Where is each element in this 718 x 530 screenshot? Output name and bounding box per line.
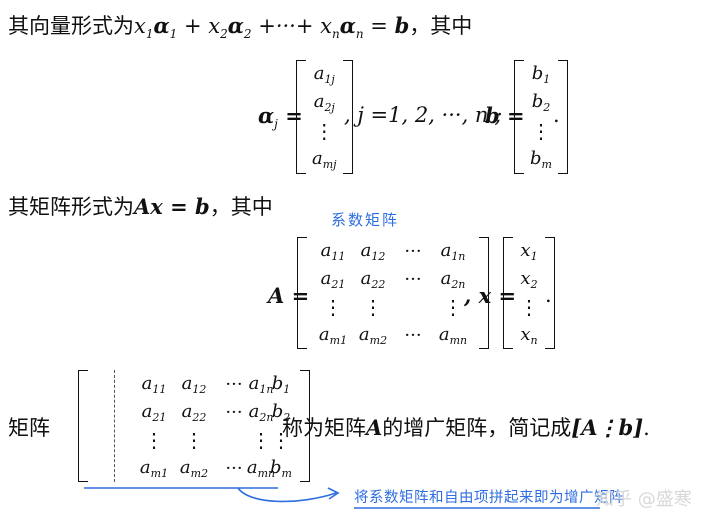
augmented-notation: [A⋮b] [571,415,644,440]
b-label: b = [485,103,525,128]
x-vector: x1 x2 ⋮ xn [503,237,555,349]
augmented-middle: 称为矩阵 [282,416,366,440]
matrix-form-suffix: ，其中 [209,195,273,219]
augmented-matrix-annotation: 将系数矩阵和自由项拼起来即为增广矩阵 [354,490,624,506]
line2-end: . [553,103,560,127]
line5-end: . [643,416,650,440]
matrix-form-line: 其矩阵形式为Ax = b，其中 [8,191,273,221]
augmented-separator [113,370,115,482]
j-range-text: , j =1, 2, ···, n ; [344,103,503,127]
matrix-form-prefix: 其矩阵形式为 [8,195,134,219]
x-label: , x = [464,283,517,308]
matrix-form-equation: Ax = b [134,194,210,219]
A-label: A = [268,283,310,308]
augmented-middle2: 的增广矩阵，简记成 [382,416,572,440]
alpha-j-label: αj = [258,103,303,131]
coefficient-matrix-annotation: 系数矩阵 [331,211,400,229]
zhihu-watermark: 知乎 @盛寒 [596,489,692,510]
augmented-description: 称为矩阵A的增广矩阵，简记成[A⋮b]. [282,412,650,442]
vector-form-prefix: 其向量形式为 [8,14,134,38]
augmented-prefix: 矩阵 [8,416,50,440]
b-vector: b1 b2 ⋮ bm [514,60,568,174]
vector-form-equation: x1α1 + x2α2 +···+ xnαn = b [134,13,410,41]
matrix-A-ref: A [366,415,383,440]
alpha-j-vector: a1j a2j ⋮ amj [296,60,353,174]
vector-form-suffix: ，其中 [409,14,473,38]
line4-end: . [545,283,552,307]
vector-form-line: 其向量形式为x1α1 + x2α2 +···+ xnαn = b，其中 [8,10,472,41]
